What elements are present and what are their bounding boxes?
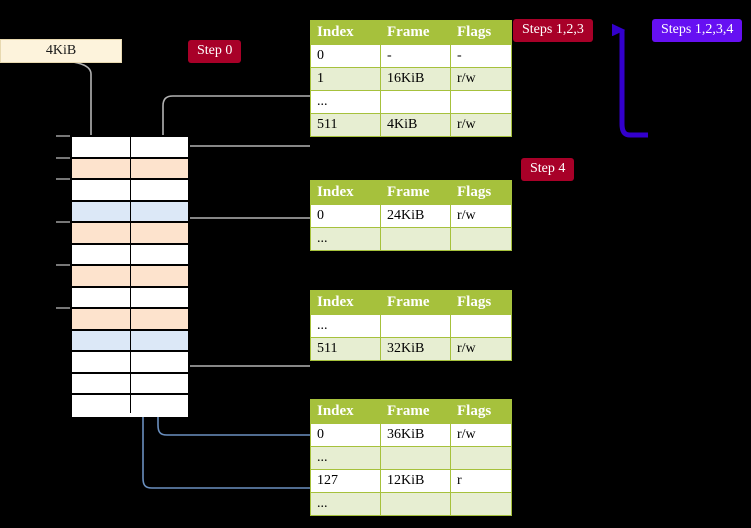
table-cell: [450, 314, 512, 338]
table-cell: 24KiB: [380, 204, 451, 228]
column-header-index: Index: [310, 399, 381, 424]
column-header-index: Index: [310, 20, 381, 45]
badge-step-0-label: Step 0: [197, 43, 233, 58]
table-cell: ...: [310, 227, 381, 251]
table-cell: 0: [310, 44, 381, 68]
table-cell: -: [380, 44, 451, 68]
table-cell: r/w: [450, 204, 512, 228]
memory-column-tick: [56, 135, 70, 137]
table-cell: 4KiB: [380, 113, 451, 137]
wire-pt3-row511-to-frame: [181, 318, 310, 367]
wire-pt1-row511-to-frame: [176, 145, 310, 156]
table-row[interactable]: ...: [310, 314, 512, 338]
badge-step-4-label: Step 4: [530, 161, 566, 176]
table-row[interactable]: ...: [310, 446, 512, 470]
column-header-flags: Flags: [450, 20, 512, 45]
table-cell: 127: [310, 469, 381, 493]
table-cell: [380, 446, 451, 470]
memory-column-tick: [56, 156, 70, 159]
table-cell: ...: [310, 314, 381, 338]
column-header-flags: Flags: [450, 399, 512, 424]
table-row[interactable]: 0--: [310, 44, 512, 68]
memory-column-tick: [56, 178, 70, 181]
table-cell: 511: [310, 337, 381, 361]
badge-steps-123-label: Steps 1,2,3: [522, 22, 584, 37]
table-cell: [450, 446, 512, 470]
table-cell: [450, 90, 512, 114]
memory-frame-column: [70, 135, 190, 417]
table-cell: ...: [310, 446, 381, 470]
table-cell: r: [450, 469, 512, 493]
table-cell: 16KiB: [380, 67, 451, 91]
badge-step-4: Step 4: [521, 158, 575, 181]
column-header-frame: Frame: [380, 180, 451, 205]
table-cell: r/w: [450, 113, 512, 137]
column-header-index: Index: [310, 290, 381, 315]
column-header-flags: Flags: [450, 180, 512, 205]
table-cell: [450, 227, 512, 251]
table-row[interactable]: ...: [310, 492, 512, 516]
wire-pt2-row0-to-frame: [178, 217, 310, 262]
table-cell: [380, 314, 451, 338]
table-cell: 511: [310, 113, 381, 137]
column-header-frame: Frame: [380, 20, 451, 45]
table-cell: [380, 90, 451, 114]
column-header-frame: Frame: [380, 399, 451, 424]
table-cell: r/w: [450, 337, 512, 361]
badge-step-0: Step 0: [188, 40, 242, 63]
table-row[interactable]: ...: [310, 90, 512, 114]
size-label-text: 4KiB: [45, 43, 77, 58]
table-cell: ...: [310, 90, 381, 114]
memory-column-tick: [56, 307, 70, 310]
table-cell: 32KiB: [380, 337, 451, 361]
table-cell: [380, 227, 451, 251]
table-cell: 36KiB: [380, 423, 451, 447]
column-header-frame: Frame: [380, 290, 451, 315]
table-cell: r/w: [450, 67, 512, 91]
badge-steps-1234: Steps 1,2,3,4: [652, 19, 743, 42]
table-cell: 0: [310, 204, 381, 228]
table-row[interactable]: ...: [310, 227, 512, 251]
memory-column-divider: [130, 137, 131, 413]
table-cell: -: [450, 44, 512, 68]
table-cell: 1: [310, 67, 381, 91]
size-label-4kib: 4KiB: [0, 39, 122, 63]
table-cell: [450, 492, 512, 516]
table-cell: ...: [310, 492, 381, 516]
column-header-flags: Flags: [450, 290, 512, 315]
memory-column-tick: [56, 221, 70, 224]
table-cell: 12KiB: [380, 469, 451, 493]
column-header-index: Index: [310, 180, 381, 205]
table-cell: 0: [310, 423, 381, 447]
table-cell: [380, 492, 451, 516]
memory-column-tick: [56, 264, 70, 267]
badge-steps-1234-label: Steps 1,2,3,4: [661, 22, 734, 37]
table-cell: r/w: [450, 423, 512, 447]
badge-steps-123: Steps 1,2,3: [513, 19, 593, 42]
wire-steps-purple-arrow: [622, 30, 648, 138]
